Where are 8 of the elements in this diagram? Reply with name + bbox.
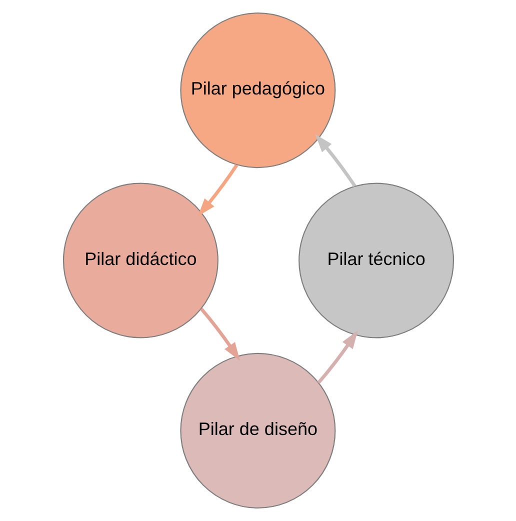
arrow <box>316 330 358 384</box>
node-circle: Pilar técnico <box>298 182 454 338</box>
arrow <box>200 308 240 361</box>
node-circle: Pilar de diseño <box>180 352 336 508</box>
node-circle: Pilar didáctico <box>62 182 218 338</box>
node-circle: Pilar pedagógico <box>180 12 336 168</box>
arrow <box>314 134 356 188</box>
arrow <box>197 164 238 216</box>
